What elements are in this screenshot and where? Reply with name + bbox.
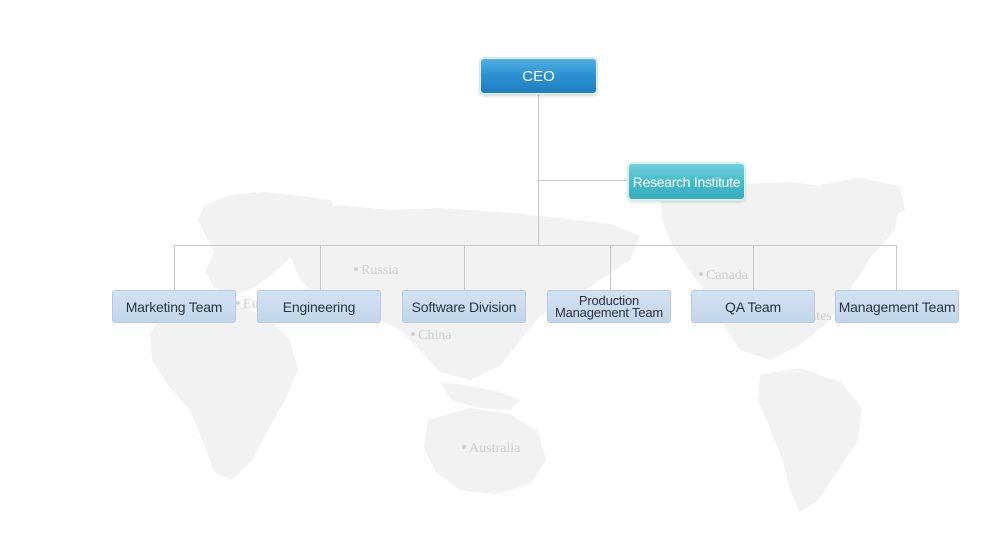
map-africa [150,305,298,480]
map-greenland [820,178,905,222]
map-se-asia [440,382,520,410]
node-research-institute: Research Institute [628,163,745,200]
map-label-russia-text: Russia [361,263,399,278]
map-label-china: China [411,328,451,344]
map-label-china-text: China [418,328,452,343]
map-label-states: ates [810,309,832,325]
node-production-management-team: Production Management Team [547,290,671,323]
map-south-america [758,368,862,512]
node-management-team: Management Team [835,290,959,323]
map-label-europe-text: Eu [243,297,259,312]
node-qa-team: QA Team [691,290,815,323]
map-australia [424,408,546,494]
map-label-canada-text: Canada [706,268,748,283]
map-label-europe: Eu [236,297,259,313]
map-label-russia: Russia [354,263,398,279]
node-software-division: Software Division [402,290,526,323]
node-engineering: Engineering [257,290,381,323]
map-label-states-text: ates [810,309,832,324]
map-label-australia: Australia [462,441,520,457]
map-label-canada: Canada [699,268,748,284]
map-label-australia-text: Australia [469,441,521,456]
node-ceo: CEO [480,58,597,94]
node-marketing-team: Marketing Team [112,290,236,323]
